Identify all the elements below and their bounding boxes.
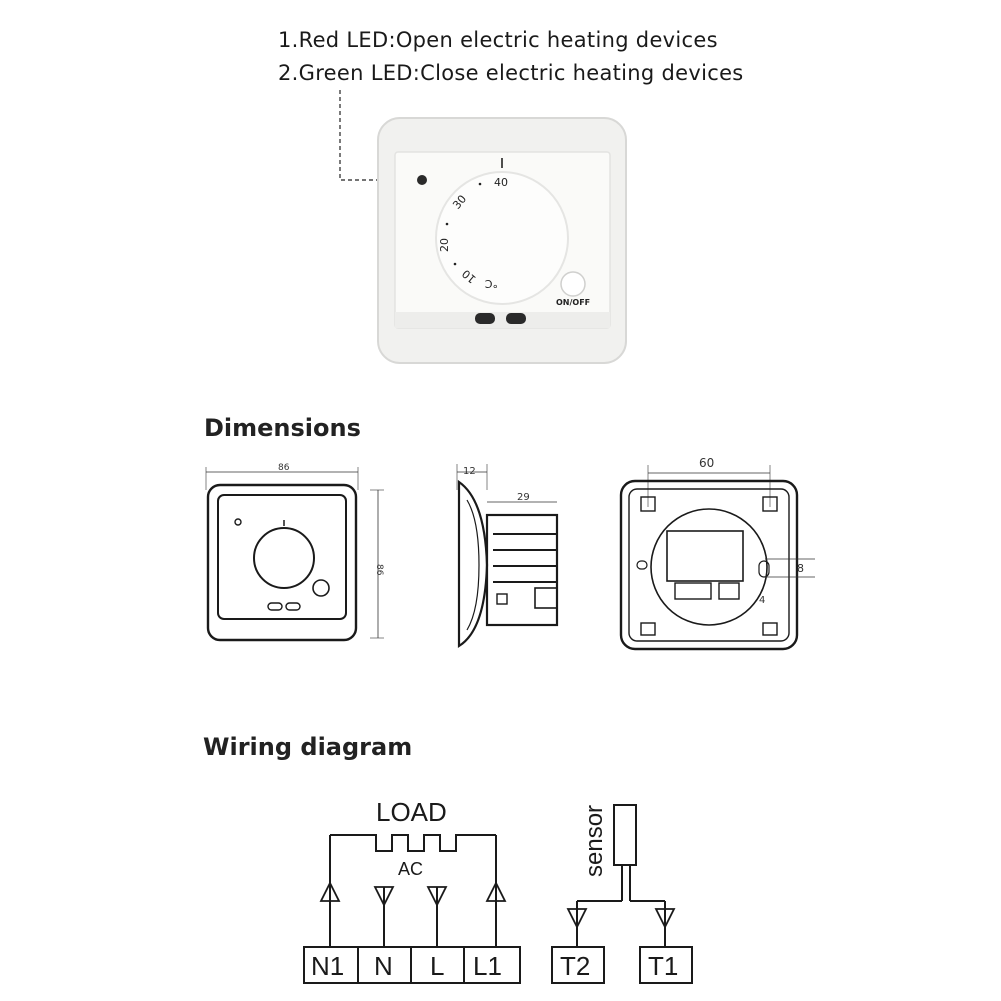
- front-width-label: 86: [278, 463, 290, 473]
- green-led-note: 2.Green LED:Close electric heating devic…: [278, 61, 744, 85]
- dial-label-40: 40: [494, 176, 508, 189]
- sensor-label: sensor: [581, 805, 608, 877]
- terminal-n1: N1: [311, 951, 344, 981]
- dial-label-20: 20: [438, 238, 451, 252]
- sensor-probe: [613, 804, 637, 866]
- onoff-label: ON/OFF: [556, 298, 590, 307]
- terminal-block-t2: [551, 946, 605, 984]
- front-view-drawing: 86 86: [205, 463, 384, 642]
- red-led-note: 1.Red LED:Open electric heating devices: [278, 28, 718, 52]
- back-slot-b-label: 4: [759, 595, 765, 606]
- load-label: LOAD: [376, 797, 447, 827]
- onoff-button: [560, 271, 586, 297]
- led-window-left: [475, 313, 495, 324]
- terminal-t2: T2: [560, 951, 590, 981]
- dial-label-celsius: °C: [485, 277, 499, 290]
- back-spacing-label: 60: [699, 456, 714, 470]
- terminal-l: L: [430, 951, 444, 981]
- back-slot-a-label: 8: [797, 562, 804, 575]
- dimensions-heading: Dimensions: [204, 414, 361, 442]
- front-height-label: 86: [374, 564, 384, 576]
- thermostat-photo: 40 30 20 10 °C ON/OFF: [339, 90, 627, 364]
- led-window-right: [506, 313, 526, 324]
- side-front-depth-label: 12: [463, 466, 476, 477]
- side-back-depth-label: 29: [517, 492, 530, 503]
- wiring-diagram: LOAD AC N1 N L L1 sensor T2 T1: [303, 797, 693, 984]
- side-view-drawing: 12 29: [456, 464, 559, 648]
- red-led: [417, 175, 427, 185]
- load-coil: [330, 834, 496, 852]
- temperature-dial: [435, 171, 569, 305]
- back-view-drawing: 60 8 4: [619, 456, 815, 651]
- ac-label: AC: [398, 859, 423, 879]
- wiring-heading: Wiring diagram: [203, 733, 413, 761]
- terminal-block-t1: [639, 946, 693, 984]
- terminal-n: N: [374, 951, 393, 981]
- terminal-t1: T1: [648, 951, 678, 981]
- terminal-l1: L1: [473, 951, 502, 981]
